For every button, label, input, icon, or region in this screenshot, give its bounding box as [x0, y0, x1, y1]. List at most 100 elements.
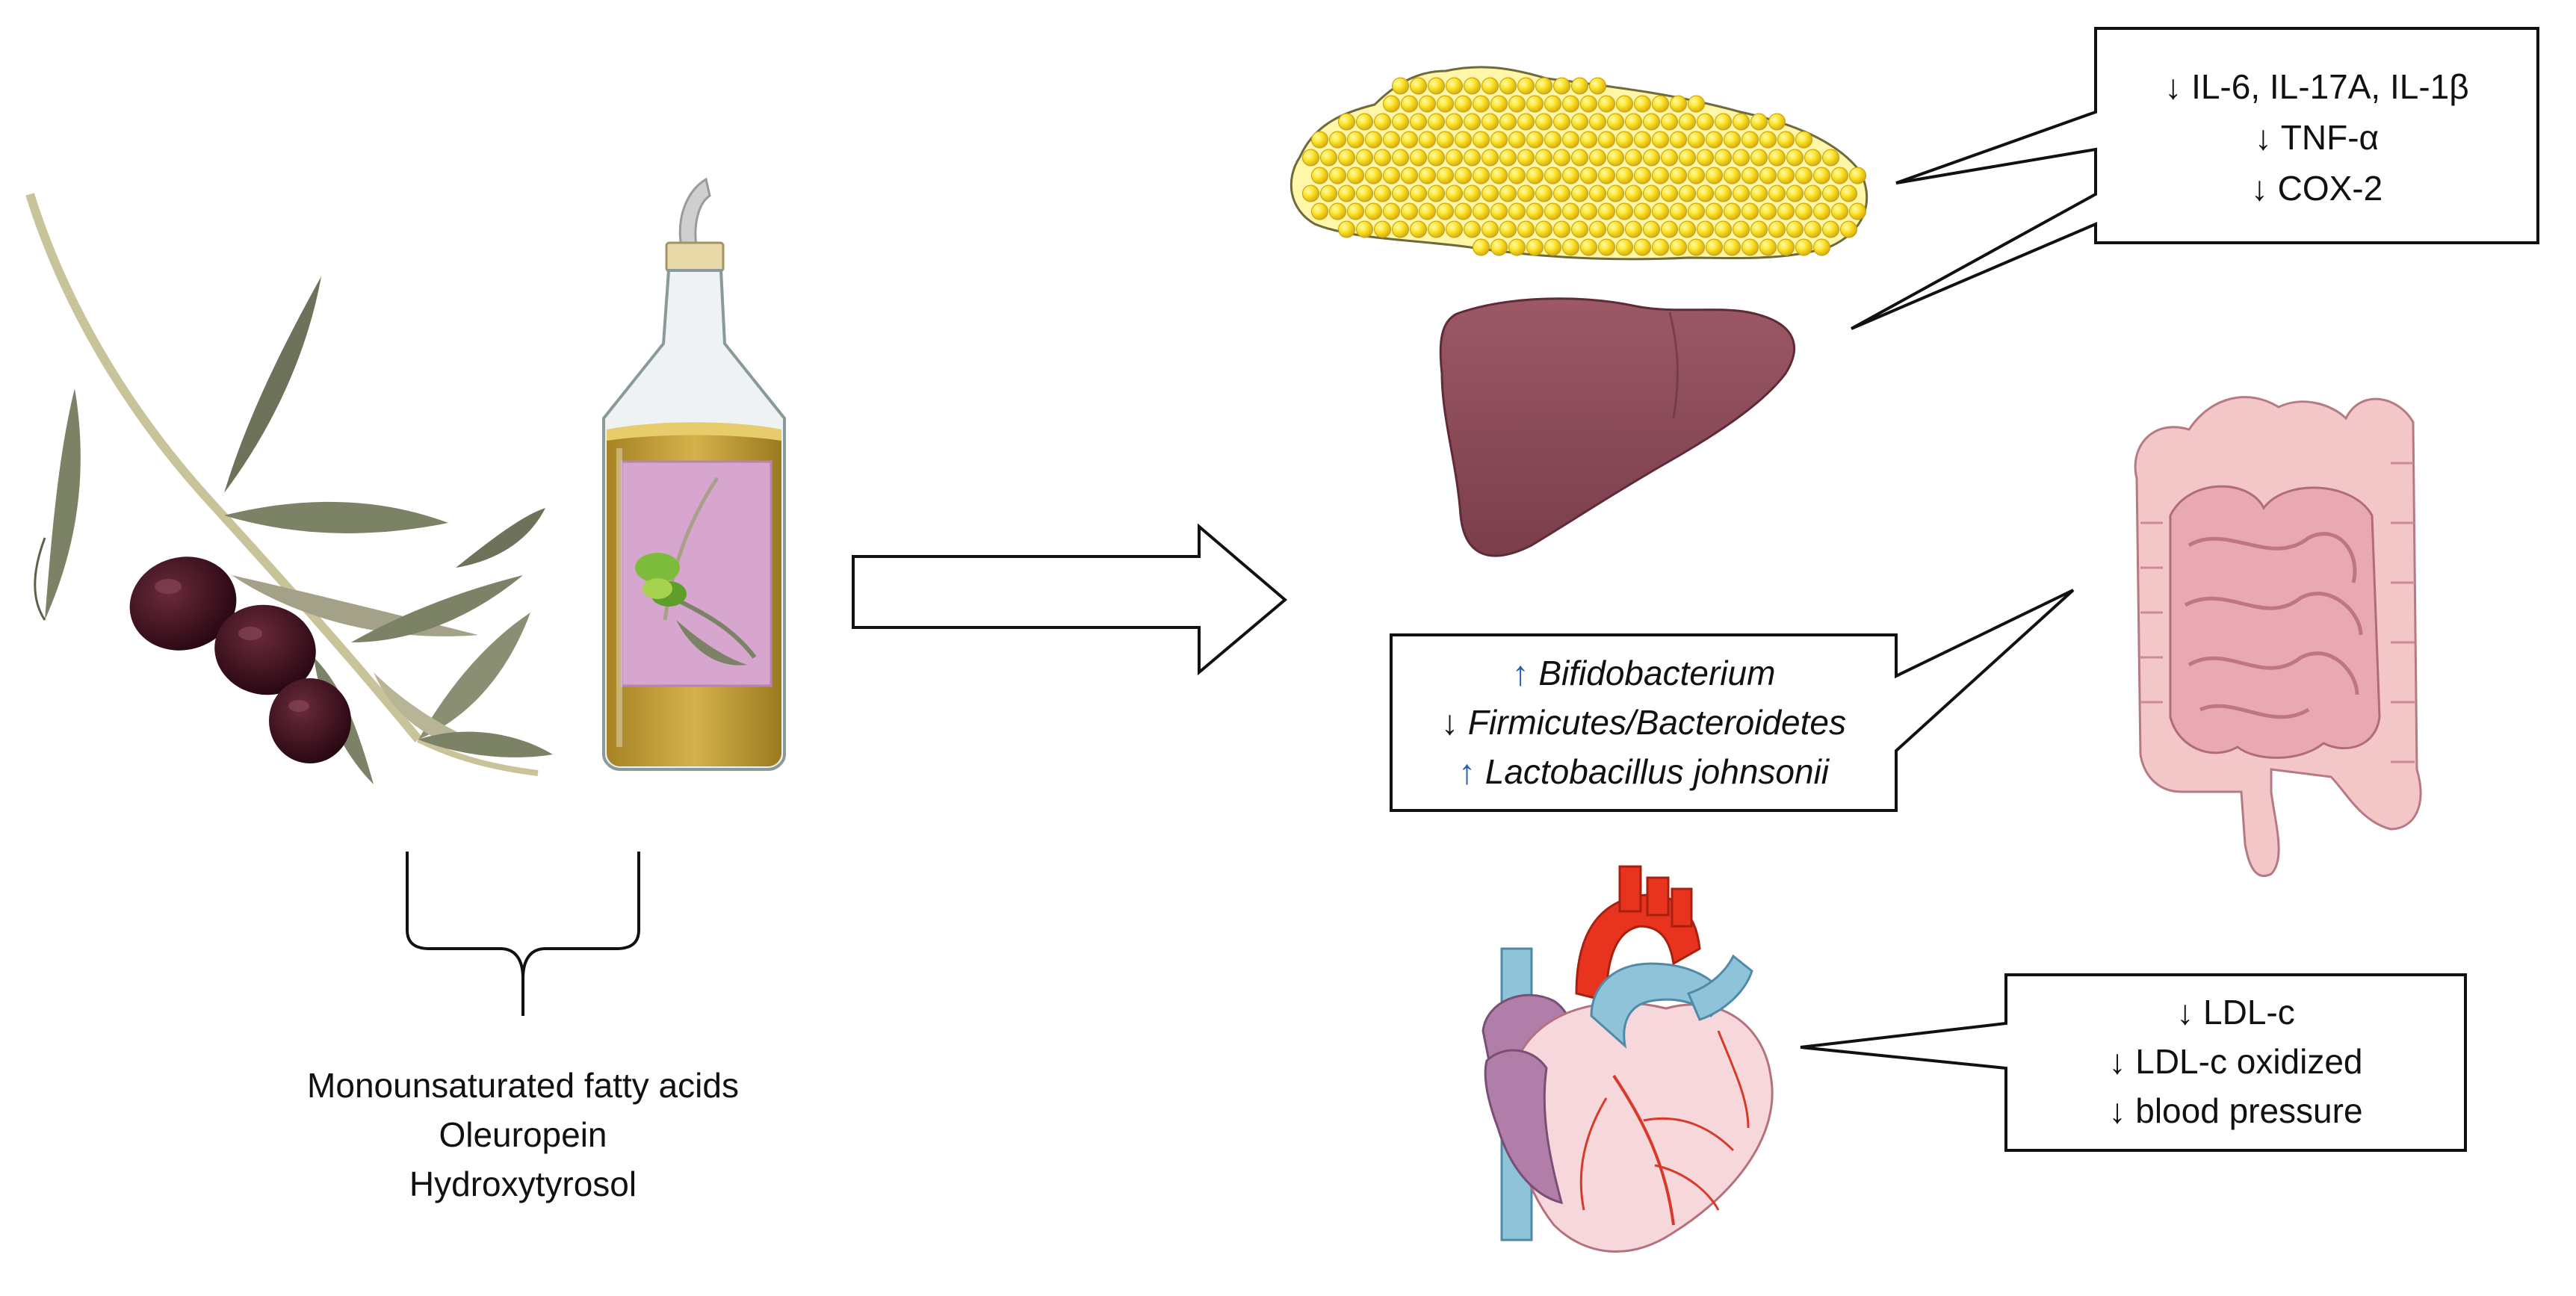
- fat-droplet: [1329, 167, 1346, 185]
- fat-droplet: [1401, 167, 1418, 185]
- compound-label: Oleuropein: [439, 1115, 607, 1154]
- fat-droplet: [1508, 131, 1526, 149]
- fat-droplet: [1410, 113, 1427, 131]
- fat-droplet: [1652, 202, 1669, 220]
- fat-droplet: [1795, 131, 1812, 149]
- fat-droplet: [1759, 202, 1777, 220]
- fat-droplet: [1410, 149, 1427, 167]
- fat-droplet: [1616, 167, 1633, 185]
- fat-droplet: [1589, 185, 1606, 202]
- fat-droplet: [1625, 185, 1642, 202]
- up-arrow-icon: ↑: [1511, 654, 1529, 692]
- fat-droplet: [1777, 202, 1795, 220]
- fat-droplet: [1598, 95, 1615, 113]
- fat-droplet: [1634, 202, 1651, 220]
- fat-droplet: [1428, 149, 1445, 167]
- fat-droplet: [1302, 185, 1319, 202]
- fat-droplet: [1490, 202, 1508, 220]
- fat-droplet: [1733, 113, 1750, 131]
- cardiovascular-text: ↓ LDL-c ↓ LDL-c oxidized ↓ blood pressur…: [2006, 987, 2465, 1135]
- fat-droplet: [1419, 95, 1436, 113]
- fat-droplet: [1598, 202, 1615, 220]
- fat-droplet: [1733, 220, 1750, 238]
- fat-droplet: [1473, 95, 1490, 113]
- compounds-brace: [406, 852, 640, 1016]
- fat-droplet: [1437, 131, 1454, 149]
- fat-droplet: [1706, 202, 1723, 220]
- liver-icon: [1439, 297, 1795, 557]
- fat-droplet: [1499, 185, 1517, 202]
- fat-droplet: [1706, 238, 1723, 256]
- fat-droplet: [1365, 167, 1382, 185]
- fat-droplet: [1535, 220, 1552, 238]
- fat-droplet: [1724, 167, 1741, 185]
- fat-droplet: [1813, 238, 1830, 256]
- olive-branch-icon: [25, 193, 553, 784]
- fat-droplet: [1607, 185, 1624, 202]
- fat-droplet: [1446, 113, 1463, 131]
- fat-droplet: [1768, 113, 1786, 131]
- fat-droplet: [1670, 131, 1687, 149]
- fat-droplet: [1580, 238, 1597, 256]
- fat-droplet: [1777, 167, 1795, 185]
- fat-droplet: [1661, 149, 1678, 167]
- fat-droplet: [1724, 131, 1741, 149]
- fat-droplet: [1455, 131, 1472, 149]
- fat-droplet: [1481, 185, 1499, 202]
- fat-droplet: [1822, 185, 1839, 202]
- fat-droplet: [1786, 185, 1803, 202]
- down-arrow-icon: ↓: [2108, 1042, 2126, 1081]
- fat-droplet: [1553, 220, 1570, 238]
- microbiota-callout: [1390, 589, 2075, 812]
- fat-droplet: [1634, 95, 1651, 113]
- fat-droplet: [1688, 95, 1705, 113]
- fat-droplet: [1670, 202, 1687, 220]
- fat-droplet: [1302, 149, 1319, 167]
- fat-droplet: [1347, 131, 1364, 149]
- fat-droplet: [1374, 220, 1391, 238]
- fat-droplet: [1562, 131, 1579, 149]
- fat-droplet: [1697, 113, 1714, 131]
- fat-droplet: [1715, 220, 1732, 238]
- fat-droplet: [1589, 113, 1606, 131]
- fat-droplet: [1813, 167, 1830, 185]
- cardiovascular-line: ↓ LDL-c: [2006, 987, 2465, 1037]
- compound-label: Hydroxytyrosol: [409, 1165, 637, 1203]
- fat-droplet: [1831, 202, 1848, 220]
- fat-droplet: [1464, 185, 1481, 202]
- fat-droplet: [1338, 220, 1355, 238]
- fat-droplet: [1356, 149, 1373, 167]
- fat-droplet: [1598, 131, 1615, 149]
- fat-droplet: [1347, 167, 1364, 185]
- fat-droplet: [1535, 185, 1552, 202]
- fat-droplet: [1589, 149, 1606, 167]
- fat-droplet: [1822, 220, 1839, 238]
- fat-droplet: [1643, 185, 1660, 202]
- fat-droplet: [1706, 167, 1723, 185]
- up-arrow-icon: ↑: [1458, 752, 1476, 791]
- fat-droplet: [1724, 238, 1741, 256]
- fat-droplet: [1428, 220, 1445, 238]
- fat-droplet: [1410, 77, 1427, 95]
- fat-droplet: [1697, 149, 1714, 167]
- fat-droplet: [1517, 113, 1535, 131]
- fat-droplet: [1580, 167, 1597, 185]
- fat-droplet: [1580, 95, 1597, 113]
- fat-droplet: [1795, 202, 1812, 220]
- fat-droplet: [1508, 202, 1526, 220]
- fat-droplet: [1365, 202, 1382, 220]
- fat-droplet: [1679, 185, 1696, 202]
- fat-droplet: [1481, 113, 1499, 131]
- fat-droplet: [1795, 167, 1812, 185]
- fat-droplet: [1688, 131, 1705, 149]
- fat-droplet: [1553, 113, 1570, 131]
- fat-droplet: [1490, 238, 1508, 256]
- fat-droplet: [1320, 149, 1337, 167]
- fat-droplet: [1473, 131, 1490, 149]
- microbiota-text: ↑ Bifidobacterium ↓ Firmicutes/Bacteroid…: [1391, 648, 1896, 796]
- fat-droplet: [1571, 149, 1588, 167]
- fat-droplet: [1580, 202, 1597, 220]
- fat-droplet: [1625, 220, 1642, 238]
- fat-droplet: [1688, 202, 1705, 220]
- fat-droplet: [1446, 149, 1463, 167]
